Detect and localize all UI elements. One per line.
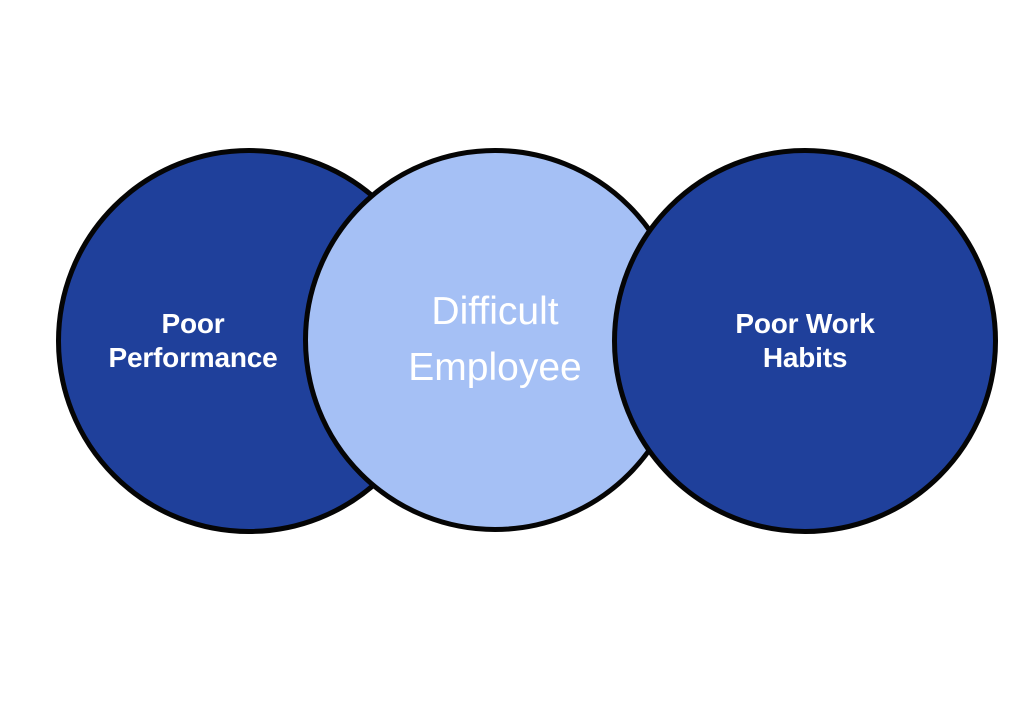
- circle-poor-work-habits[interactable]: [612, 148, 998, 534]
